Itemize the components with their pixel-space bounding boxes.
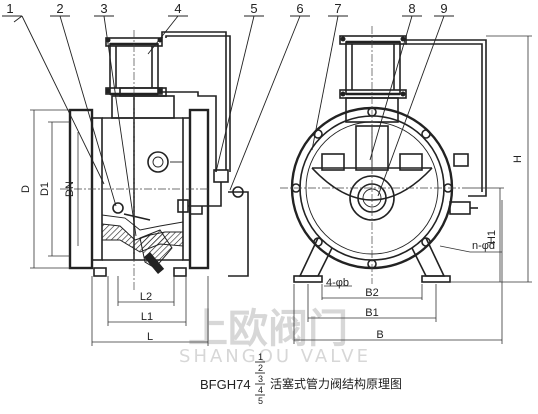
watermark: 上欧阀门 SHANGOU VALVE <box>179 306 371 367</box>
caption: BFGH74 1 2 3 4 5 活塞式管力阀结构原理图 <box>200 352 402 406</box>
caption-variant-5: 5 <box>258 396 263 406</box>
callout-leaders <box>2 15 454 237</box>
side-view-dimensions: D D1 DN L2 L1 L <box>20 109 209 346</box>
dim-L: L <box>147 331 153 343</box>
front-elevation-view <box>280 26 487 284</box>
dim-holes-d: n-φd <box>472 240 495 252</box>
caption-variant-2: 2 <box>258 363 263 373</box>
caption-variant-1: 1 <box>258 352 263 362</box>
callout-3: 3 <box>100 1 107 16</box>
callout-8: 8 <box>408 1 415 16</box>
dim-B: B <box>376 329 383 341</box>
caption-variant-3: 3 <box>258 374 263 384</box>
dim-H: H <box>512 155 524 163</box>
side-section-view <box>60 30 249 290</box>
dim-H1: H1 <box>486 230 498 244</box>
dim-B2: B2 <box>365 287 378 299</box>
watermark-brand-cn: 上欧阀门 <box>188 306 348 352</box>
caption-variant-4: 4 <box>258 385 263 395</box>
callout-5: 5 <box>250 1 257 16</box>
dim-L2: L2 <box>140 291 152 303</box>
caption-model-prefix: BFGH74 <box>200 377 251 392</box>
callout-6: 6 <box>296 1 303 16</box>
dim-D1: D1 <box>39 182 51 196</box>
dim-D: D <box>20 185 32 193</box>
callout-7: 7 <box>334 1 341 16</box>
callout-numbers: 1 2 3 4 5 6 7 8 9 <box>6 1 447 16</box>
callout-4: 4 <box>174 1 181 16</box>
callout-2: 2 <box>56 1 63 16</box>
dim-L1: L1 <box>141 311 153 323</box>
caption-title: 活塞式管力阀结构原理图 <box>270 376 402 391</box>
watermark-brand-en: SHANGOU VALVE <box>179 346 371 367</box>
callout-1: 1 <box>6 1 13 16</box>
dim-holes-b: 4-φb <box>326 277 349 289</box>
callout-9: 9 <box>440 1 447 16</box>
dim-DN: DN <box>64 181 76 197</box>
front-view-dimensions: H H1 n-φd 4-φb B2 B1 B <box>293 35 532 344</box>
dim-B1: B1 <box>365 307 378 319</box>
